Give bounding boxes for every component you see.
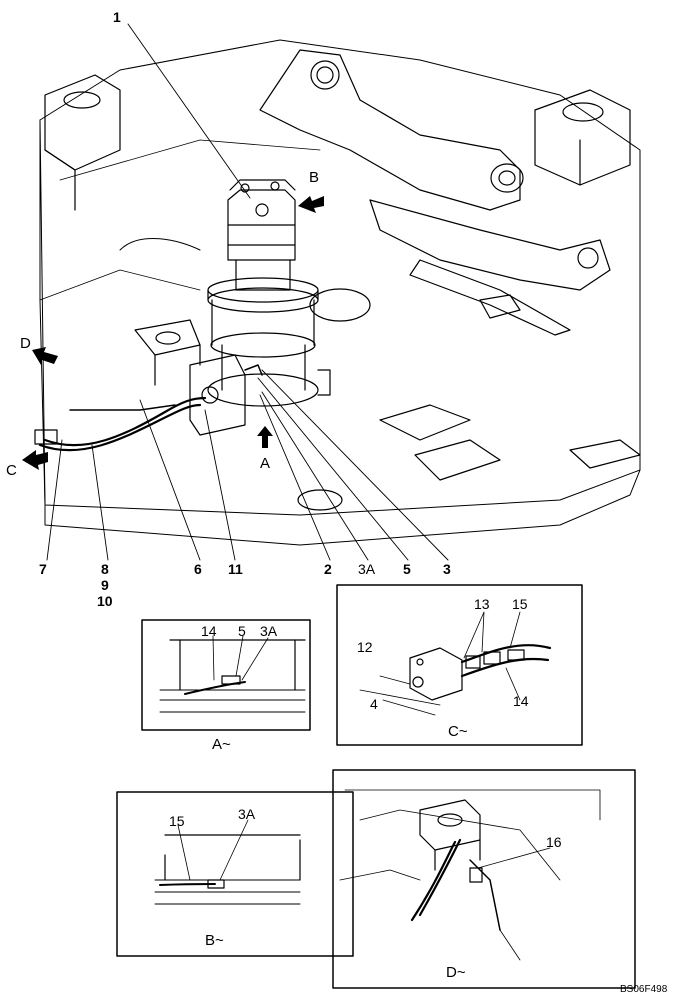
callout-7: 7 xyxy=(39,561,47,577)
callout-1: 1 xyxy=(113,9,121,25)
callout-8: 8 xyxy=(101,561,109,577)
detail-c-callout-13: 13 xyxy=(474,596,490,612)
arrow-d-label: D xyxy=(20,335,31,352)
arrow-a-shape xyxy=(257,426,273,448)
boom-arm xyxy=(259,49,611,336)
callout-11: 11 xyxy=(228,561,243,577)
detail-b-callout-3A: 3A xyxy=(238,806,256,822)
arrow-c-label: C xyxy=(6,462,17,479)
left-bracket xyxy=(44,74,121,211)
detail-c-label: C~ xyxy=(448,723,468,740)
detail-c-drawing xyxy=(336,584,583,746)
arrow-a-label: A xyxy=(260,455,271,472)
detail-b-drawing xyxy=(116,791,354,957)
arrow-b-label: B xyxy=(309,169,320,186)
right-bracket xyxy=(534,89,631,186)
hose-lines xyxy=(34,237,263,452)
detail-c-callout-14: 14 xyxy=(513,693,529,709)
detail-c-callout-15: 15 xyxy=(512,596,528,612)
detail-a-callout-14: 14 xyxy=(201,623,217,639)
callout-9: 9 xyxy=(101,577,109,593)
callout-6: 6 xyxy=(194,561,202,577)
detail-a-callout-5: 5 xyxy=(238,623,246,639)
detail-b-callout-15: 15 xyxy=(169,813,185,829)
callout-2: 2 xyxy=(324,561,332,577)
detail-b-label: B~ xyxy=(205,932,224,949)
arrow-b-shape xyxy=(298,196,324,213)
swing-motor xyxy=(207,179,371,407)
arrow-c-shape xyxy=(22,450,48,470)
detail-d-drawing xyxy=(332,769,636,989)
callout-10: 10 xyxy=(97,593,113,609)
callout-3: 3 xyxy=(443,561,451,577)
detail-c-callout-12: 12 xyxy=(357,639,373,655)
detail-a-label: A~ xyxy=(212,736,231,753)
frame-deck-plate xyxy=(39,39,641,546)
detail-a-drawing xyxy=(141,619,311,731)
detail-a-callout-3A: 3A xyxy=(260,623,278,639)
detail-d-label: D~ xyxy=(446,964,466,981)
figure-code: BS06F498 xyxy=(620,984,668,995)
callout-3A: 3A xyxy=(358,561,376,577)
callout-5: 5 xyxy=(403,561,411,577)
manifold-block xyxy=(134,319,246,436)
direction-arrow-shapes xyxy=(22,196,324,470)
detail-d-callout-16: 16 xyxy=(546,834,562,850)
detail-c-callout-4: 4 xyxy=(370,696,378,712)
main-leader-lines xyxy=(46,23,449,561)
arrow-d-shape xyxy=(32,347,58,365)
